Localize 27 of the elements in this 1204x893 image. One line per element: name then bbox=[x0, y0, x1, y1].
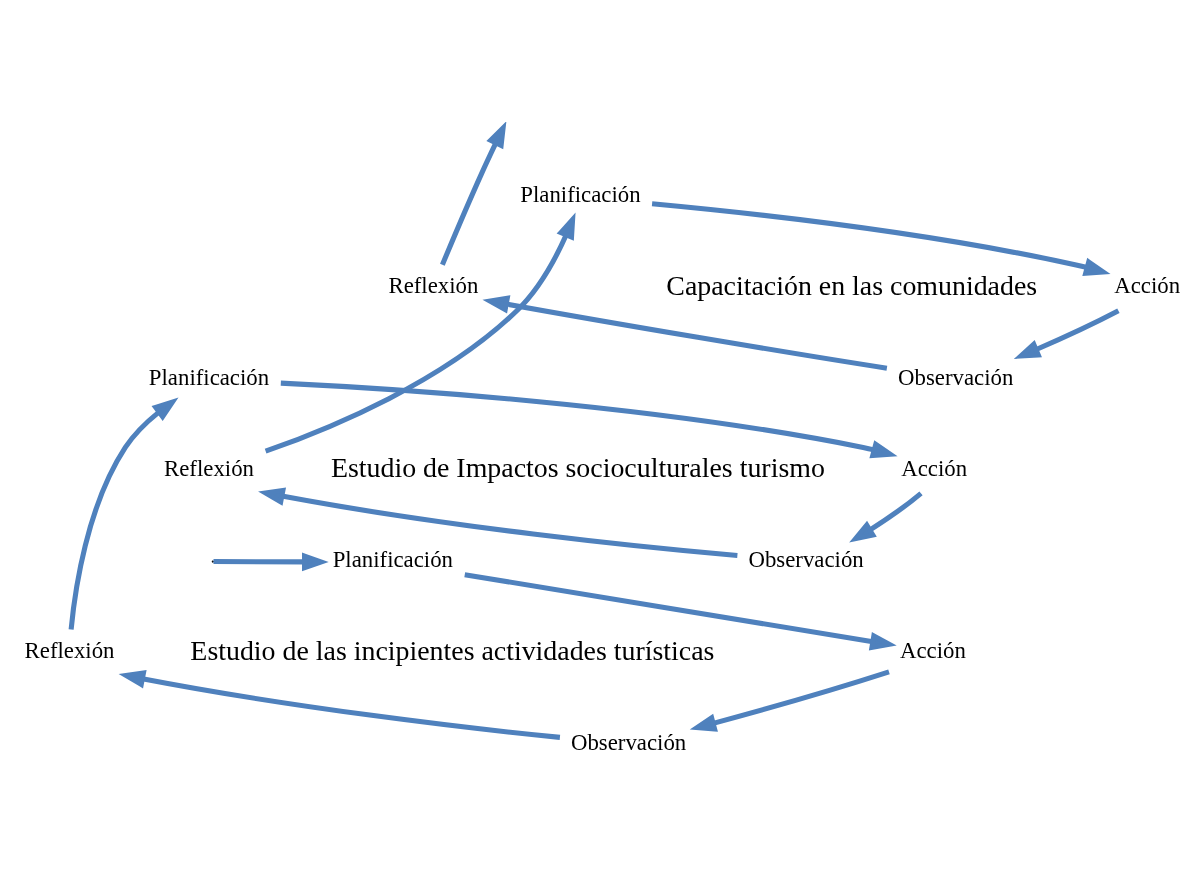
arrow bbox=[258, 486, 738, 558]
arrow bbox=[689, 669, 890, 732]
label: Estudio de Impactos socioculturales turismo bbox=[330, 451, 825, 483]
node-text: Planificación bbox=[332, 546, 453, 572]
node-text: Reflexión bbox=[388, 272, 479, 298]
node-text: Planificación bbox=[148, 364, 270, 390]
arrow bbox=[264, 212, 576, 454]
arrow bbox=[464, 571, 897, 650]
arrow bbox=[68, 396, 179, 630]
node-text: Planificación bbox=[520, 181, 641, 207]
node-text: Observación bbox=[748, 546, 864, 572]
arrow bbox=[118, 669, 561, 740]
node-text: Acción bbox=[1114, 272, 1181, 298]
node-text: Acción bbox=[899, 637, 966, 663]
label: Capacitación en las comunidades bbox=[666, 269, 1038, 301]
node-text: Acción bbox=[901, 455, 968, 481]
arrow bbox=[651, 200, 1111, 276]
arrow bbox=[1013, 308, 1120, 359]
node-text: Observación bbox=[898, 364, 1014, 390]
node-text: Reflexión bbox=[24, 637, 115, 663]
node-text: Observación bbox=[571, 729, 687, 755]
arrow bbox=[849, 490, 923, 543]
arrow bbox=[213, 552, 329, 571]
arrow bbox=[482, 294, 888, 371]
arrow bbox=[280, 380, 898, 458]
label: Estudio de las incipientes actividades turísticas bbox=[190, 634, 715, 666]
node-text: Reflexión bbox=[164, 455, 254, 481]
